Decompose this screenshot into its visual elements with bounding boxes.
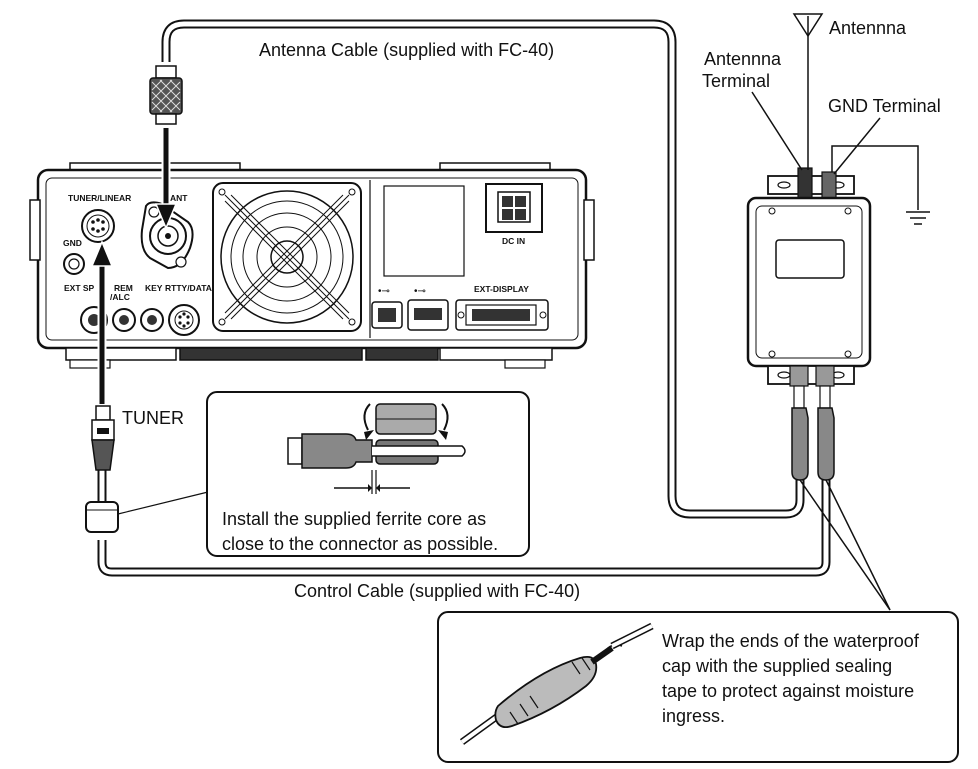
rem-label-1: REM: [114, 283, 133, 293]
ferrite-core: [85, 501, 119, 533]
ferrite-leader-line: [117, 491, 209, 515]
rtty-data-label: RTTY/DATA: [165, 283, 212, 293]
control-cable-label: Control Cable (supplied with FC-40): [294, 581, 581, 601]
cap-leader-1: [799, 479, 891, 611]
rem-label-2: /ALC: [110, 292, 130, 302]
ext-display-port: [455, 299, 549, 331]
control-cable: [97, 470, 831, 577]
waterproof-callout-line-4: ingress.: [662, 706, 726, 726]
waterproof-callout-line-1: Wrap the ends of the waterproof: [662, 631, 919, 651]
waterproof-callout-line-2: cap with the supplied sealing: [662, 656, 893, 676]
key-label: KEY: [145, 283, 163, 293]
ferrite-callout-text: Install the supplied ferrite core as clo…: [222, 507, 498, 557]
antenna-plug-arrow: [154, 128, 178, 230]
ext-display-label: EXT-DISPLAY: [474, 284, 529, 294]
tuner-label: TUNER: [122, 408, 184, 428]
ferrite-callout-line-2: close to the connector as possible.: [222, 534, 499, 554]
antenna-symbol: [792, 13, 824, 170]
ext-sp-label: EXT SP: [64, 283, 95, 293]
ferrite-callout-line-1: Install the supplied ferrite core as: [222, 509, 487, 529]
dc-in-label: DC IN: [502, 236, 525, 246]
tuner-plug-arrow: [90, 240, 114, 404]
tuner-linear-port: [81, 209, 115, 243]
waterproof-callout-line-3: tape to protect against moisture: [662, 681, 915, 701]
ant-port: [140, 201, 194, 270]
ant-label: ANT: [170, 193, 188, 203]
antenna-label: Antennna: [829, 18, 907, 38]
tuner-linear-label: TUNER/LINEAR: [68, 193, 131, 203]
antenna-cable-label: Antenna Cable (supplied with FC-40): [259, 40, 555, 60]
tuner-plug: [91, 405, 115, 471]
antenna-cable: [161, 19, 805, 519]
radio-rear-panel: DC IN •⊸ •⊸ EXT-DISPLAY TUNER/LINEAR ANT…: [29, 162, 595, 369]
gnd-terminal-label: GND Terminal: [828, 96, 941, 116]
waterproof-callout-text: Wrap the ends of the waterproof cap with…: [662, 629, 919, 729]
svg-text:•⊸: •⊸: [414, 286, 426, 297]
antenna-plug: [149, 65, 183, 125]
antenna-tuner-unit: [746, 167, 872, 481]
gnd-terminal-leader: [833, 117, 881, 175]
ground-symbol: [831, 145, 930, 225]
cooling-fan: [212, 182, 362, 332]
ferrite-callout-box: [206, 391, 530, 557]
svg-text:•⊸: •⊸: [378, 286, 390, 297]
dc-in-port: DC IN: [485, 183, 543, 246]
waterproof-callout-box: [437, 611, 959, 763]
antenna-terminal-label-1: Antennna: [704, 49, 782, 69]
antenna-terminal-label-2: Terminal: [702, 71, 771, 91]
antenna-terminal-leader: [751, 91, 803, 171]
gnd-label: GND: [63, 238, 82, 248]
cap-leader-2: [825, 479, 891, 611]
